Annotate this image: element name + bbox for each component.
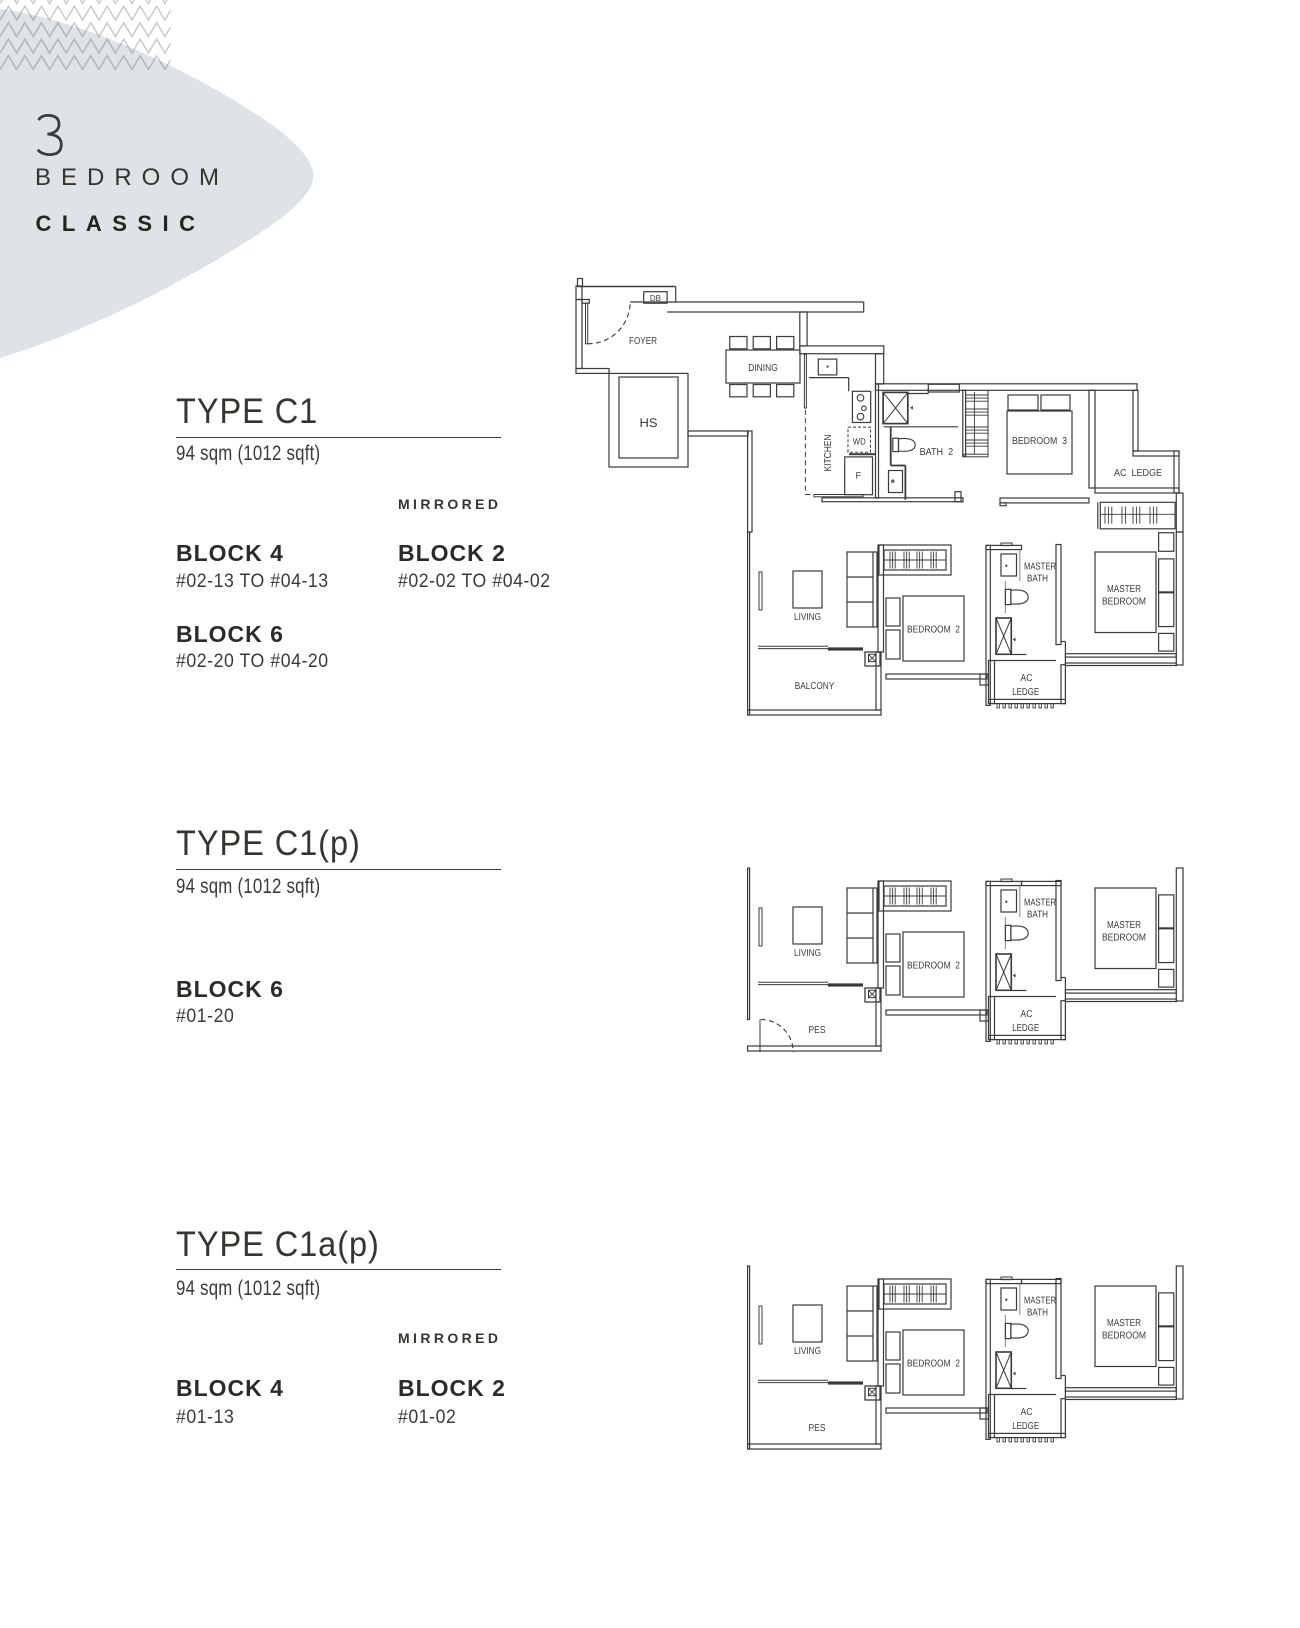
svg-text:BALCONY: BALCONY — [795, 681, 835, 692]
svg-text:PES: PES — [809, 1025, 826, 1036]
svg-text:HS: HS — [640, 416, 658, 430]
svg-text:BATH 2: BATH 2 — [920, 447, 954, 458]
svg-text:F: F — [856, 471, 862, 481]
svg-text:FOYER: FOYER — [629, 336, 657, 347]
svg-text:KITCHEN: KITCHEN — [823, 435, 834, 472]
svg-text:DB: DB — [650, 293, 661, 303]
svg-text:PES: PES — [809, 1423, 826, 1434]
svg-text:WD: WD — [853, 437, 866, 447]
svg-text:BEDROOM 3: BEDROOM 3 — [1012, 436, 1067, 447]
svg-text:AC LEDGE: AC LEDGE — [1114, 468, 1162, 479]
svg-text:DINING: DINING — [748, 363, 778, 374]
